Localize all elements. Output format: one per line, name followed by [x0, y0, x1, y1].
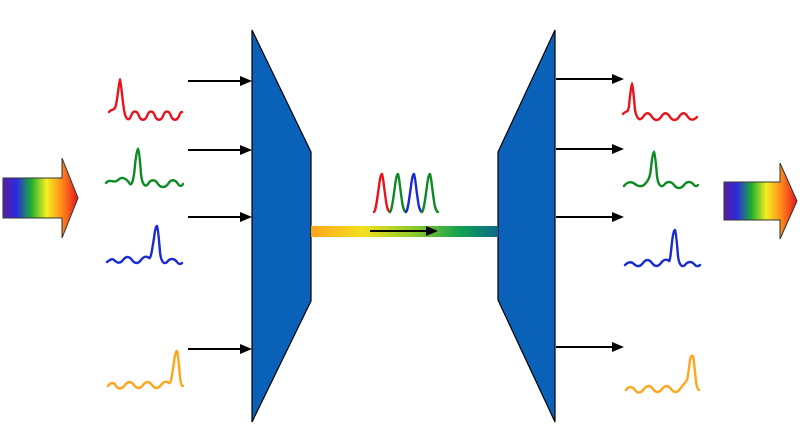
output-spectra	[621, 81, 702, 394]
input-spectra	[104, 77, 185, 390]
output-beam-arrow-icon	[723, 162, 798, 240]
mux-input-arrow	[188, 76, 252, 86]
fiber-peak-green	[388, 172, 408, 214]
fiber-combined-spectra	[372, 172, 440, 214]
fiber-peak-green-2	[420, 172, 440, 214]
mux-input-arrow	[188, 212, 252, 222]
input-spectrum-blue	[105, 224, 184, 266]
demux-output-arrow	[556, 74, 624, 84]
mux-input-arrow	[188, 145, 252, 155]
multiplexer-block	[251, 29, 312, 423]
output-spectrum-red	[621, 81, 699, 122]
demux-output-arrow	[556, 144, 624, 154]
fiber-direction-arrow	[370, 226, 438, 236]
output-spectrum-blue	[623, 228, 702, 268]
input-spectrum-green	[104, 147, 185, 189]
mux-input-arrows	[188, 76, 252, 354]
input-beam-arrow-icon	[2, 157, 79, 239]
demux-output-arrows	[556, 74, 624, 352]
demux-output-arrow	[556, 342, 624, 352]
demultiplexer-block	[497, 29, 556, 423]
fiber-peak-blue	[404, 172, 424, 214]
output-spectrum-green	[622, 150, 700, 190]
mux-input-arrow	[188, 344, 252, 354]
fiber-peak-red	[372, 172, 392, 214]
output-spectrum-orange	[624, 354, 701, 394]
input-spectrum-orange	[106, 349, 185, 390]
input-spectrum-red	[107, 77, 184, 121]
demux-output-arrow	[556, 212, 624, 222]
